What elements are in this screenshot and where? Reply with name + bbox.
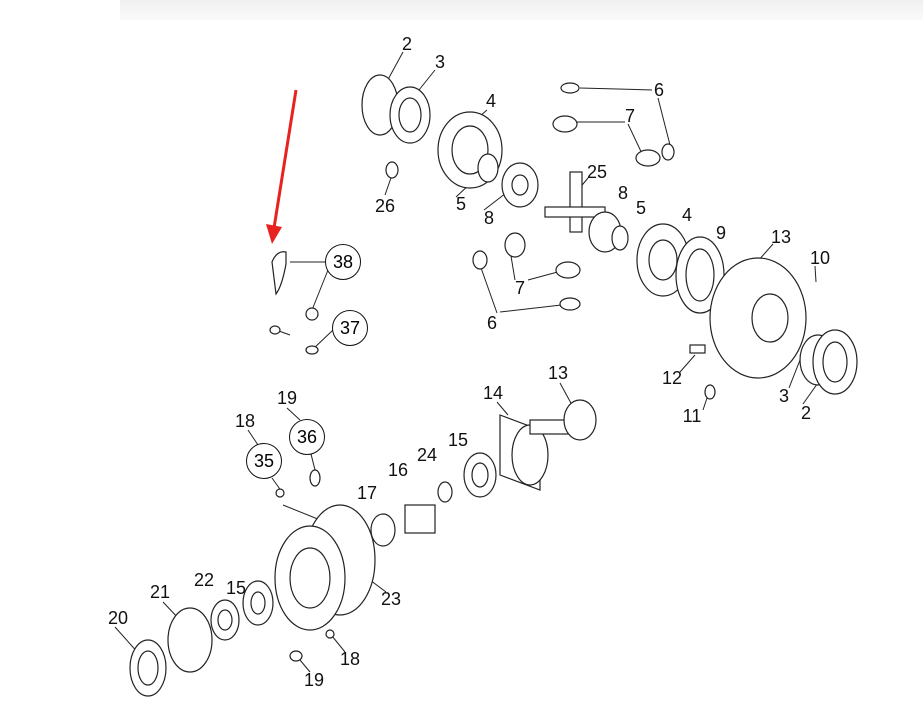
callout-label: 14 — [482, 383, 504, 403]
circled-callout-36: 36 — [289, 419, 325, 455]
callout-label: 19 — [303, 670, 325, 690]
callout-label: 25 — [586, 162, 608, 182]
callout-label: 3 — [778, 386, 790, 406]
callout-label: 13 — [547, 363, 569, 383]
callout-label: 8 — [483, 208, 495, 228]
top-bar — [120, 0, 923, 20]
callout-label: 5 — [455, 194, 467, 214]
callout-label: 5 — [635, 198, 647, 218]
circled-callout-35: 35 — [246, 443, 282, 479]
parts — [129, 74, 858, 697]
callout-label: 16 — [387, 460, 409, 480]
callout-label: 18 — [234, 411, 256, 431]
callout-label: 23 — [380, 589, 402, 609]
circled-callout-38: 38 — [325, 244, 361, 280]
callout-label: 3 — [434, 52, 446, 72]
callout-label: 8 — [617, 183, 629, 203]
red-arrow — [266, 89, 298, 244]
callout-label: 12 — [661, 368, 683, 388]
callout-label: 2 — [800, 403, 812, 423]
callout-label: 2 — [401, 34, 413, 54]
callout-label: 10 — [809, 248, 831, 268]
circled-callout-37: 37 — [332, 310, 368, 346]
callout-label: 17 — [356, 483, 378, 503]
callout-label: 15 — [447, 430, 469, 450]
callout-label: 20 — [107, 608, 129, 628]
callout-label: 7 — [624, 106, 636, 126]
callout-label: 18 — [339, 649, 361, 669]
callout-label: 4 — [681, 205, 693, 225]
callout-label: 15 — [225, 578, 247, 598]
callout-label: 4 — [485, 91, 497, 111]
callout-label: 7 — [514, 278, 526, 298]
callout-label: 21 — [149, 582, 171, 602]
callout-label: 11 — [682, 406, 702, 426]
callout-label: 24 — [416, 445, 438, 465]
callout-label: 13 — [770, 227, 792, 247]
callout-label: 6 — [486, 313, 498, 333]
callout-label: 9 — [715, 223, 727, 243]
callout-label: 26 — [374, 196, 396, 216]
callout-label: 22 — [193, 570, 215, 590]
callout-label: 19 — [276, 388, 298, 408]
callout-label: 6 — [653, 80, 665, 100]
